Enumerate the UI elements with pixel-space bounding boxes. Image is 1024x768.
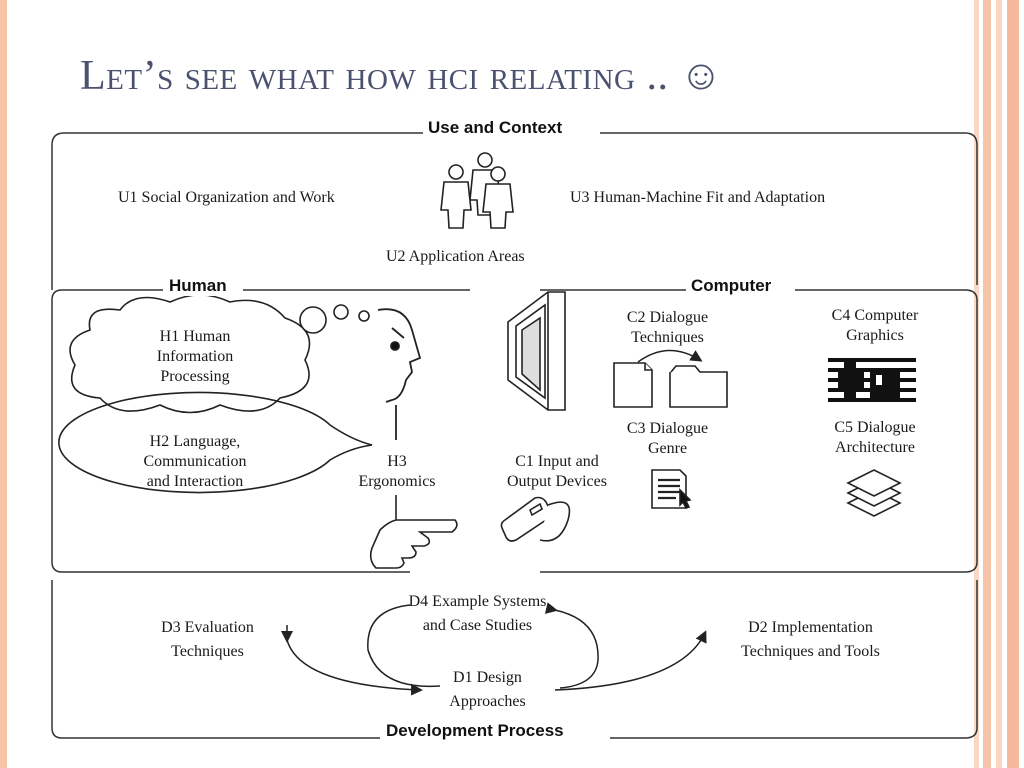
slide-title: Let’s see what how hci relating .. ☺ bbox=[80, 53, 723, 99]
document-cursor-icon bbox=[651, 469, 692, 509]
document-icon bbox=[613, 362, 653, 408]
head-profile-icon bbox=[377, 308, 422, 440]
mouse-icon bbox=[500, 496, 571, 542]
graphics-bars-icon bbox=[828, 358, 916, 402]
speech-bubble-icon bbox=[58, 391, 373, 494]
human-frame bbox=[51, 289, 410, 573]
thought-cloud-icon bbox=[69, 294, 370, 414]
transfer-arrow bbox=[637, 349, 703, 363]
folder-icon bbox=[669, 365, 728, 408]
label-u1: U1 Social Organization and Work bbox=[118, 189, 335, 206]
header-human: Human bbox=[164, 276, 232, 296]
computer-frame bbox=[540, 289, 978, 573]
label-u3: U3 Human-Machine Fit and Adaptation bbox=[570, 189, 826, 206]
use-context-frame bbox=[51, 132, 978, 290]
left-accent-border bbox=[0, 0, 7, 768]
label-u2: U2 Application Areas bbox=[386, 248, 525, 265]
layers-icon bbox=[846, 469, 902, 517]
hand-icon bbox=[369, 495, 458, 569]
header-use-context: Use and Context bbox=[423, 118, 568, 138]
development-frame bbox=[51, 580, 978, 739]
header-computer: Computer bbox=[686, 276, 777, 296]
people-icon bbox=[440, 152, 514, 229]
monitor-icon bbox=[507, 291, 566, 411]
header-development: Development Process bbox=[381, 721, 569, 741]
